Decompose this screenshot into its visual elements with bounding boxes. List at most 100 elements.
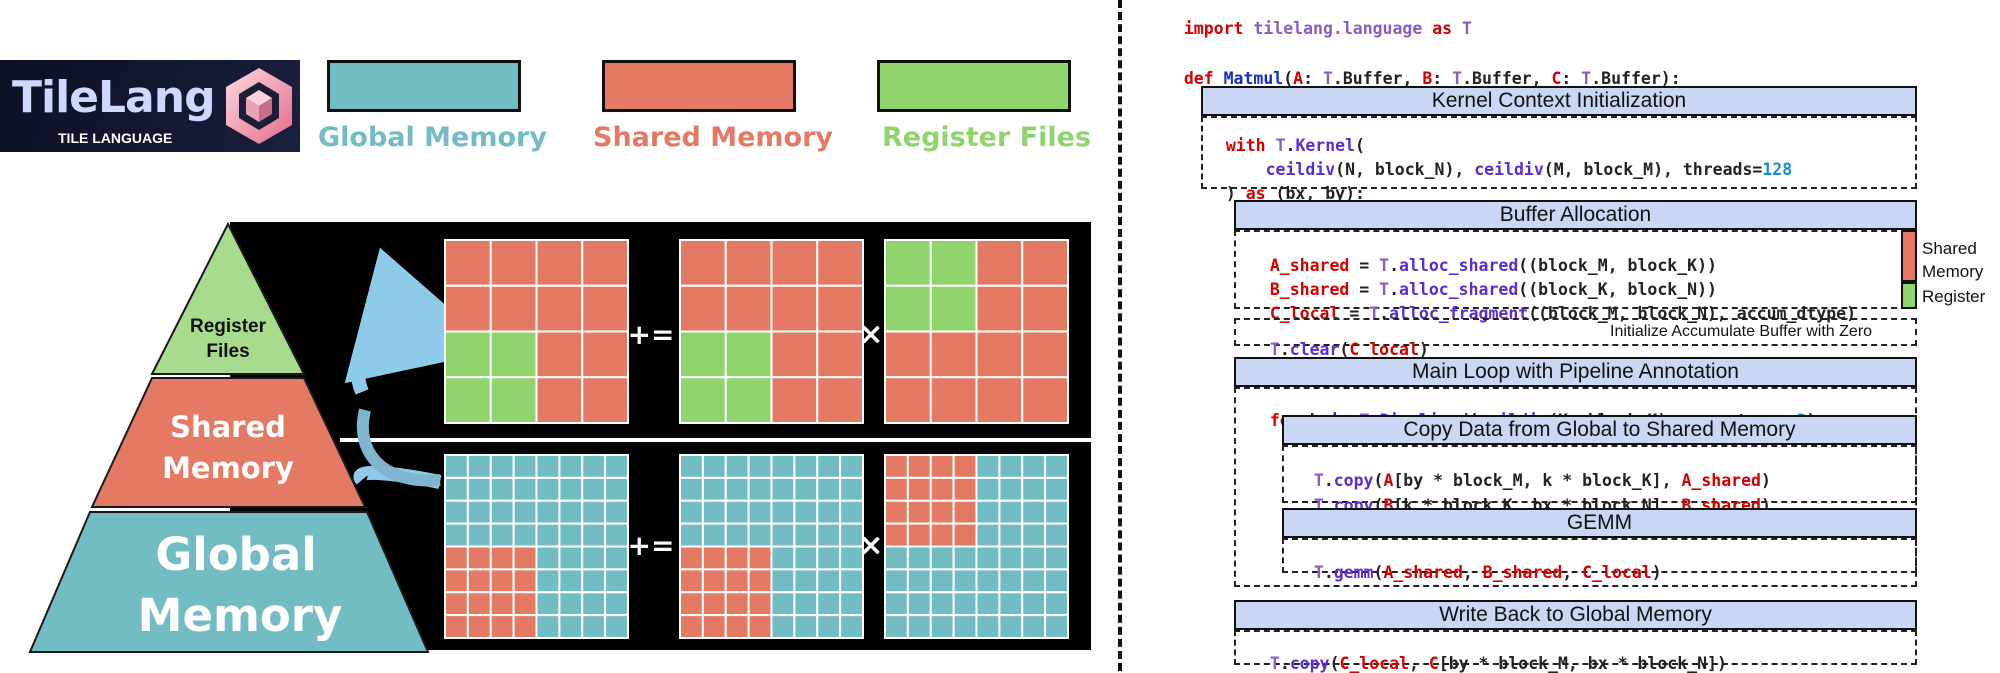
tile-c-global-grid-cell (558, 591, 584, 617)
tile-b-global-grid-cell (952, 499, 978, 525)
section-buffer-header: Buffer Allocation (1234, 200, 1917, 230)
tile-b-shared-grid-cell (929, 330, 978, 379)
tile-c-global-grid-cell (558, 499, 584, 525)
tile-a-global-grid-cell (724, 454, 750, 479)
tile-a-global-grid-cell (747, 454, 773, 479)
tile-c-global-grid-cell (581, 591, 607, 617)
tile-a-shared-grid-cell (770, 284, 819, 333)
tile-b-global-grid-cell (975, 614, 1001, 639)
tile-b-global-grid-cell (906, 454, 932, 479)
tile-b-shared-grid-cell (884, 239, 932, 287)
tile-a-global-grid-cell (701, 499, 727, 525)
tile-a-global-grid-cell (770, 454, 796, 479)
tile-a-global-grid-cell (679, 499, 704, 525)
tile-b-global-grid-cell (998, 454, 1024, 479)
tile-a-global-grid-cell (839, 476, 864, 502)
tile-b-shared-grid-cell (1021, 284, 1069, 333)
tile-c-global-grid-cell (444, 499, 469, 525)
tile-c-global-grid-cell (604, 614, 629, 639)
op-times-top: × (858, 317, 883, 352)
tile-c-global-grid-cell (512, 591, 538, 617)
tile-c-global-grid-cell (444, 522, 469, 548)
tile-b-global-grid-cell (952, 545, 978, 571)
tile-c-global-grid-cell (466, 568, 492, 594)
tile-c-global-grid-cell (489, 476, 515, 502)
tile-c-shared-grid (444, 239, 629, 424)
tile-b-shared-grid-cell (975, 330, 1024, 379)
tile-a-global-grid-cell (747, 591, 773, 617)
tile-b-global-grid-cell (1044, 522, 1069, 548)
tile-b-global-grid-cell (998, 545, 1024, 571)
tile-c-global-grid-cell (535, 499, 561, 525)
tile-c-global-grid-cell (604, 499, 629, 525)
tile-c-global-grid-cell (489, 568, 515, 594)
tile-b-global-grid-cell (929, 454, 955, 479)
tile-a-global-grid-cell (724, 476, 750, 502)
tile-b-global-grid-cell (1021, 614, 1047, 639)
tile-a-shared-grid-cell (724, 330, 773, 379)
tile-c-shared-grid-cell (489, 376, 538, 424)
tile-b-global-grid-cell (975, 568, 1001, 594)
tile-a-global-grid-cell (793, 591, 819, 617)
tile-a-global-grid-cell (839, 614, 864, 639)
tile-b-shared-grid-cell (884, 284, 932, 333)
tile-c-shared-grid-cell (535, 330, 584, 379)
tile-c-shared-grid-cell (489, 284, 538, 333)
tile-a-shared-grid-cell (816, 284, 864, 333)
tile-b-global-grid-cell (929, 591, 955, 617)
pyramid-global-label-1: Global (155, 528, 316, 581)
tile-b-global-grid-cell (952, 454, 978, 479)
tile-b-global-grid-cell (906, 591, 932, 617)
tile-a-global-grid-cell (747, 545, 773, 571)
tile-c-global-grid-cell (466, 614, 492, 639)
section-writeback-box (1234, 630, 1917, 665)
tile-c-shared-grid-cell (535, 284, 584, 333)
curve-arrow-body (356, 408, 441, 487)
legend-swatch-global (327, 60, 521, 112)
tile-c-global-grid-cell (466, 545, 492, 571)
tile-b-global-grid-cell (975, 522, 1001, 548)
tile-b-shared-grid-cell (884, 376, 932, 424)
tile-a-global-grid-cell (679, 476, 704, 502)
tile-a-global-grid-cell (724, 614, 750, 639)
side-label-memory: Memory (1922, 262, 1984, 281)
tile-a-global-grid-cell (679, 568, 704, 594)
side-label-shared: Shared (1922, 239, 1977, 258)
tile-a-global-grid-cell (793, 568, 819, 594)
tile-a-global-grid-cell (747, 522, 773, 548)
tile-a-global-grid-cell (679, 522, 704, 548)
tile-b-global-grid-cell (929, 476, 955, 502)
tile-c-global-grid-cell (581, 614, 607, 639)
tile-c-global-grid-cell (558, 476, 584, 502)
tile-a-global-grid-cell (770, 591, 796, 617)
tile-b-global-grid-cell (906, 522, 932, 548)
tile-a-global-grid-cell (724, 499, 750, 525)
tile-b-global-grid-cell (952, 522, 978, 548)
tile-a-global-grid-cell (793, 614, 819, 639)
tile-b-shared-grid-cell (884, 330, 932, 379)
code-kernel-line-2: ceildiv(N, block_N), ceildiv(M, block_M)… (1265, 160, 1793, 179)
tile-b-global-grid-cell (975, 591, 1001, 617)
tile-c-global-grid-cell (535, 614, 561, 639)
tile-b-global-grid-cell (906, 499, 932, 525)
tile-c-global-grid-cell (535, 591, 561, 617)
tile-b-global-grid-cell (952, 568, 978, 594)
tile-a-global-grid-cell (747, 568, 773, 594)
tile-b-global-grid-cell (1021, 476, 1047, 502)
tile-c-global-grid-cell (604, 476, 629, 502)
tile-c-global-grid-cell (581, 499, 607, 525)
tile-c-global-grid-cell (512, 614, 538, 639)
tile-c-global-grid-cell (444, 568, 469, 594)
tile-c-global-grid-cell (466, 499, 492, 525)
tile-b-global-grid-cell (906, 568, 932, 594)
tile-a-global-grid-cell (839, 499, 864, 525)
tile-c-global-grid-cell (489, 614, 515, 639)
tile-c-global-grid-cell (535, 545, 561, 571)
tile-c-global-grid-cell (558, 614, 584, 639)
code-gemm-line: T.gemm(A_shared, B_shared, C_local) (1313, 563, 1662, 582)
tile-c-global-grid-cell (581, 568, 607, 594)
section-copy-header: Copy Data from Global to Shared Memory (1282, 415, 1917, 445)
tile-c-global-grid-cell (558, 545, 584, 571)
tile-a-global-grid-cell (724, 568, 750, 594)
code-import-line: import tilelang.language as T (1183, 19, 1472, 38)
